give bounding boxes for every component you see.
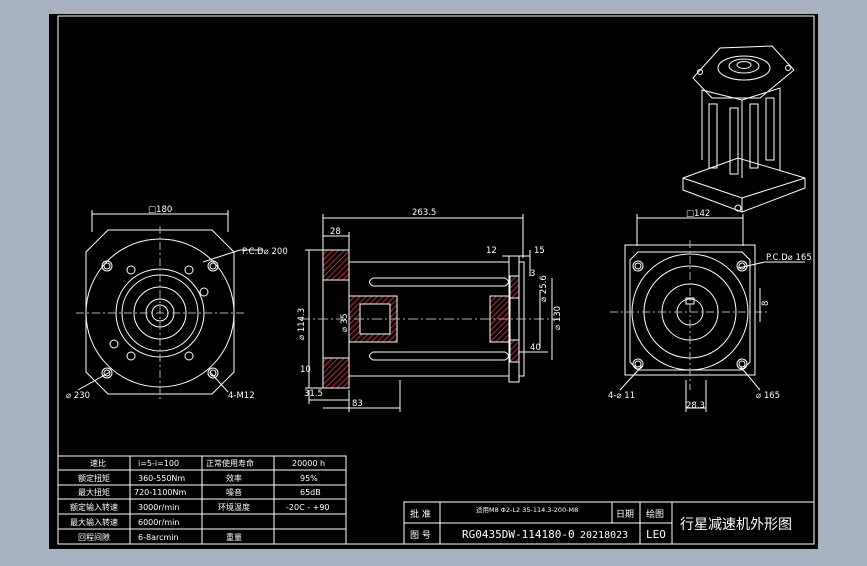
dim-40: 40	[530, 343, 541, 353]
dim-3: 3	[530, 269, 535, 279]
dimension-labels: □180 P.C.D⌀ 200 ⌀ 230 4-M12 263.5 28 12 …	[66, 205, 812, 411]
spec-value: 65dB	[300, 488, 321, 497]
title-author: LEO	[646, 528, 666, 541]
dim-right-8: 8	[761, 301, 771, 306]
spec-label: 最大扭矩	[78, 487, 110, 497]
dim-31-5: 31.5	[304, 389, 323, 399]
spec-value: 3000r/min	[138, 503, 179, 512]
title-label-drawn: 绘图	[646, 508, 664, 520]
spec-value: 360-550Nm	[138, 474, 185, 483]
dim-left-outer: ⌀ 230	[66, 391, 90, 401]
dim-right-key: 28.3	[686, 401, 705, 411]
spec-label: 效率	[226, 473, 242, 483]
title-date-value: 20218023	[580, 530, 628, 541]
dim-83: 83	[352, 399, 363, 409]
dim-130: ⌀ 130	[553, 306, 563, 330]
spec-label: 速比	[90, 458, 106, 468]
spec-value: 95%	[300, 474, 318, 483]
dim-right-holes: 4-⌀ 11	[608, 391, 635, 401]
dim-right-pcd: P.C.D⌀ 165	[766, 253, 812, 263]
spec-value: i=5-i=100	[138, 459, 179, 468]
title-label-approve: 批 准	[410, 508, 431, 520]
dim-left-pcd: P.C.D⌀ 200	[242, 247, 288, 257]
spec-label: 额定扭矩	[78, 473, 110, 483]
spec-value: 6000r/min	[138, 518, 179, 527]
dim-12: 12	[486, 246, 497, 256]
title-standard-note: 适用M8 Φ2-L2 35-114.3-200-M8	[476, 505, 578, 514]
spec-label: 回程间隙	[78, 532, 110, 542]
spec-label: 环境温度	[218, 502, 250, 512]
dim-flange-thick: 28	[330, 227, 341, 237]
left-flange-view	[76, 210, 262, 400]
dim-10: 10	[300, 365, 311, 375]
dim-left-holes: 4-M12	[228, 391, 255, 401]
spec-label: 正常使用寿命	[206, 458, 254, 468]
right-flange-view	[610, 214, 805, 412]
dim-total-length: 263.5	[412, 208, 436, 218]
spec-label: 最大输入转速	[70, 517, 118, 527]
dim-114: ⌀ 114.3	[297, 308, 307, 340]
spec-label: 重量	[226, 532, 242, 542]
spec-value: 720-1100Nm	[134, 488, 187, 497]
dim-right-square: □142	[686, 209, 710, 219]
title-block	[403, 501, 815, 545]
spec-table	[57, 455, 347, 545]
dim-35: ⌀ 35	[340, 313, 350, 332]
dim-left-square: □180	[148, 205, 172, 215]
spec-label: 额定输入转速	[70, 502, 118, 512]
title-label-date: 日期	[616, 509, 634, 520]
drawing-sheet	[49, 14, 818, 549]
spec-value: 6-8arcmin	[138, 533, 179, 542]
title-block-text: 批 准 适用M8 Φ2-L2 35-114.3-200-M8 日期 绘图 图 号…	[410, 505, 792, 541]
spec-table-text: 速比 i=5-i=100 正常使用寿命 20000 h 额定扭矩 360-550…	[70, 458, 330, 542]
title-drawing-number: RG0435DW-114180-0	[462, 528, 575, 541]
spec-value: 20000 h	[292, 459, 325, 468]
spec-value: -20C - +90	[286, 503, 330, 512]
dim-25: ⌀ 25.6	[539, 275, 549, 302]
dim-15: 15	[534, 246, 545, 256]
dim-right-dia: ⌀ 165	[756, 391, 780, 401]
title-drawing-name: 行星减速机外形图	[680, 517, 792, 533]
side-section-view	[300, 214, 560, 412]
spec-label: 噪音	[226, 487, 242, 497]
title-label-no: 图 号	[410, 530, 431, 541]
isometric-view	[682, 45, 806, 213]
